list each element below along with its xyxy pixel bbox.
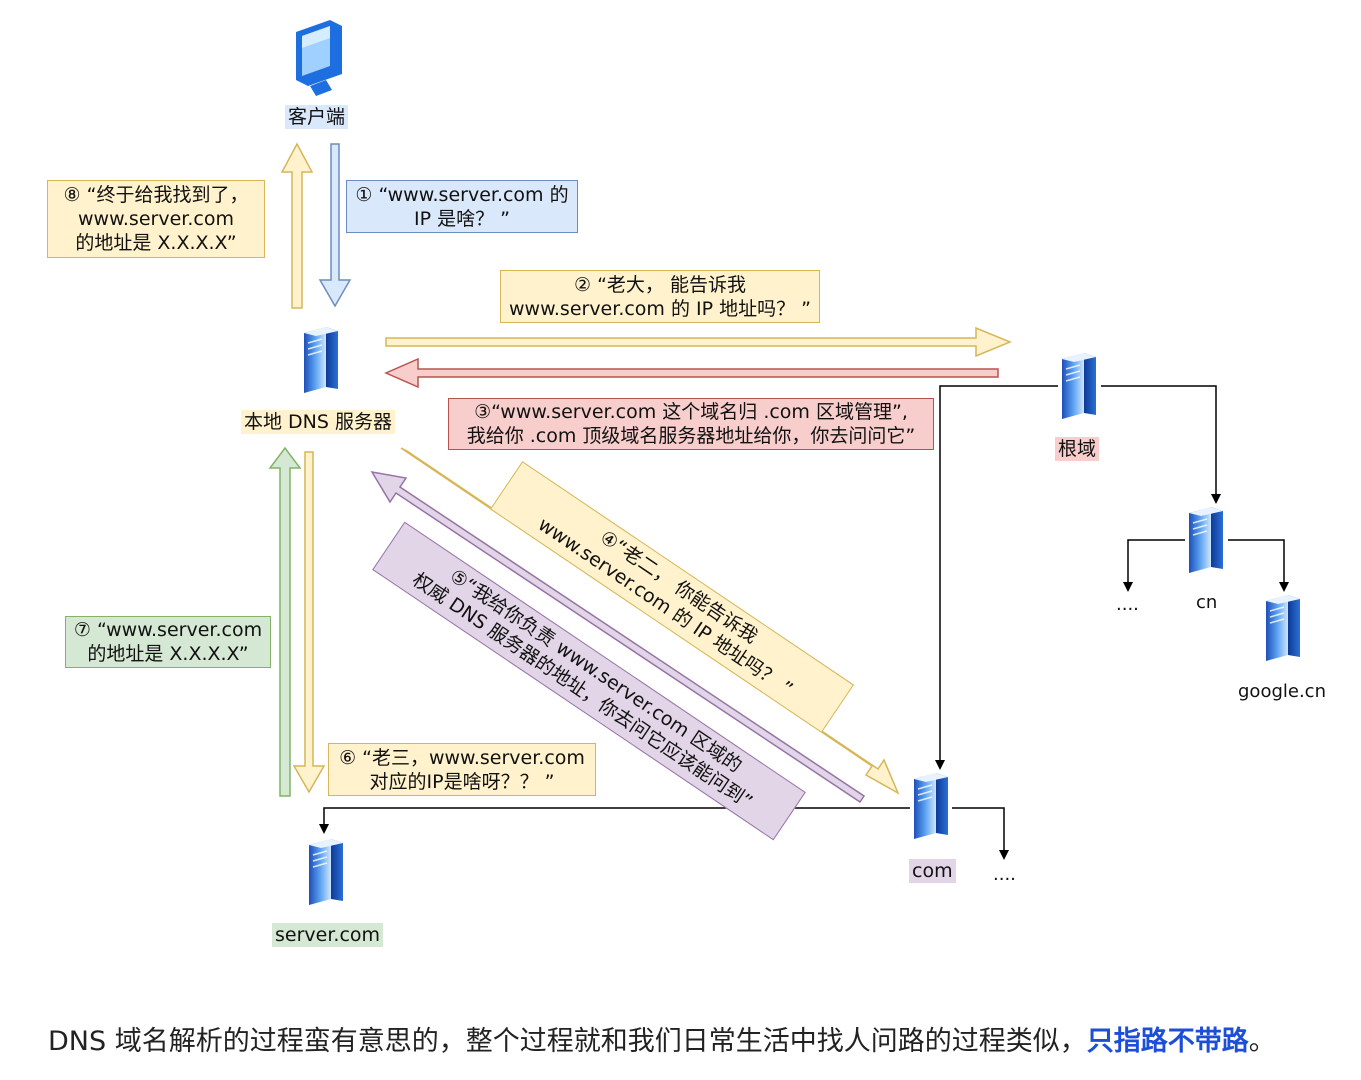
message-step7: ⑦ “www.server.com 的地址是 X.X.X.X” <box>65 616 271 668</box>
arrow-step2 <box>385 326 1012 358</box>
root-server-icon <box>1061 352 1097 420</box>
message-step1: ① “www.server.com 的 IP 是啥？ ” <box>346 180 578 233</box>
caption-paragraph: DNS 域名解析的过程蛮有意思的，整个过程就和我们日常生活中找人问路的过程类似，… <box>48 1023 1288 1061</box>
arrow-step4 <box>400 447 900 795</box>
message-step8: ⑧ “终于给我找到了， www.server.com 的地址是 X.X.X.X” <box>47 180 265 258</box>
server-com-label: server.com <box>272 923 384 947</box>
cn-more-label: .... <box>1116 594 1139 615</box>
caption-highlight: 只指路不带路 <box>1086 1026 1249 1057</box>
caption-text: DNS 域名解析的过程蛮有意思的，整个过程就和我们日常生活中找人问路的过程类似， <box>48 1026 1087 1057</box>
diagram-canvas <box>268 20 1301 906</box>
arrow-step7 <box>268 446 302 797</box>
root-label: 根域 <box>1055 437 1100 461</box>
google-label: google.cn <box>1238 681 1326 702</box>
message-step6: ⑥ “老三，www.server.com 对应的IP是啥呀？？ ” <box>328 743 596 796</box>
google-server-icon <box>1265 594 1301 662</box>
monitor-icon <box>296 20 342 96</box>
domain-tree-lines <box>319 385 1289 860</box>
arrow-step5 <box>370 470 866 804</box>
arrow-step1 <box>318 143 352 308</box>
com-more-label: .... <box>993 864 1016 885</box>
message-step2: ② “老大， 能告诉我 www.server.com 的 IP 地址吗？ ” <box>500 270 820 323</box>
arrow-step3 <box>384 357 999 389</box>
dns-resolution-diagram: 客户端 本地 DNS 服务器 根域 cn google.cn .... com … <box>47 20 1326 947</box>
cn-server-icon <box>1188 506 1224 574</box>
local-dns-label: 本地 DNS 服务器 <box>241 410 395 434</box>
server-com-icon <box>308 838 344 906</box>
local-dns-server-icon <box>303 326 339 394</box>
arrow-step8 <box>280 142 314 309</box>
caption-end: 。 <box>1248 1026 1276 1057</box>
client-label: 客户端 <box>285 105 349 129</box>
com-label: com <box>909 859 956 883</box>
cn-label: cn <box>1196 592 1218 613</box>
message-step3: ③“www.server.com 这个域名归 .com 区域管理”, 我给你 .… <box>448 398 934 450</box>
com-server-icon <box>913 772 949 840</box>
arrow-step6 <box>292 451 326 794</box>
